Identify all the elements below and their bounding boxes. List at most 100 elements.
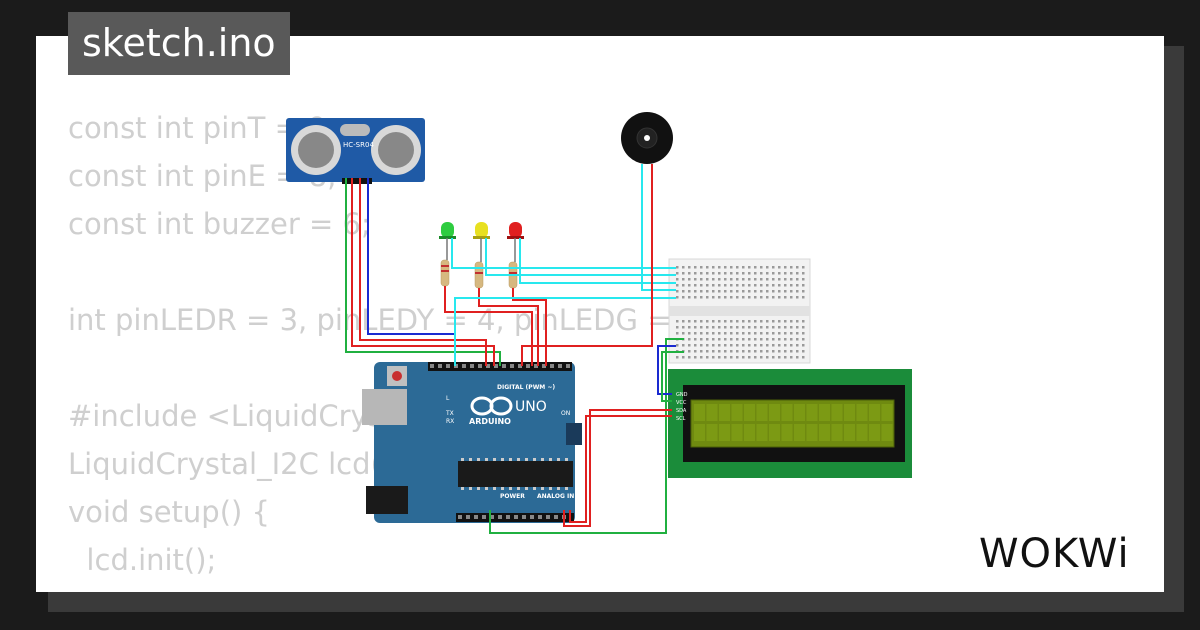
- lcd-display[interactable]: GND VCC SDA SCL: [668, 369, 912, 478]
- header-pin: [510, 364, 514, 368]
- lcd-cell: [819, 424, 830, 441]
- breadboard-hole: [706, 320, 709, 323]
- breadboard-hole: [754, 290, 757, 293]
- rx-label: RX: [446, 418, 454, 425]
- breadboard-hole: [730, 320, 733, 323]
- chip-pin: [541, 487, 544, 490]
- breadboard-hole: [796, 272, 799, 275]
- lcd-cell: [856, 424, 868, 441]
- breadboard-hole: [748, 326, 751, 329]
- breadboard-hole: [760, 284, 763, 287]
- lcd-pin-label: SCL: [676, 416, 686, 422]
- breadboard-hole: [796, 290, 799, 293]
- breadboard-hole: [736, 296, 739, 299]
- breadboard-hole: [784, 338, 787, 341]
- header-pin: [430, 364, 434, 368]
- breadboard-hole: [718, 326, 721, 329]
- breadboard-hole: [712, 284, 715, 287]
- breadboard-hole: [718, 356, 721, 359]
- breadboard-hole: [718, 332, 721, 335]
- breadboard-hole: [796, 278, 799, 281]
- breadboard-hole: [778, 266, 781, 269]
- breadboard-hole: [688, 332, 691, 335]
- breadboard-hole: [712, 350, 715, 353]
- breadboard-hole: [772, 356, 775, 359]
- breadboard-hole: [712, 338, 715, 341]
- breadboard-hole: [724, 320, 727, 323]
- lcd-cell: [819, 404, 830, 421]
- lcd-cell: [694, 404, 705, 421]
- header-pin: [546, 515, 550, 519]
- breadboard-hole: [754, 278, 757, 281]
- breadboard-hole: [778, 284, 781, 287]
- breadboard-hole: [802, 266, 805, 269]
- chip-pin: [517, 487, 520, 490]
- breadboard-hole: [748, 350, 751, 353]
- breadboard-hole: [754, 338, 757, 341]
- lcd-pin-label: SDA: [676, 408, 687, 414]
- breadboard-hole: [778, 320, 781, 323]
- breadboard-hole: [742, 344, 745, 347]
- breadboard-hole: [730, 266, 733, 269]
- board-model: UNO: [515, 399, 547, 415]
- led-green[interactable]: [439, 222, 456, 239]
- breadboard-hole: [736, 326, 739, 329]
- breadboard-hole: [766, 350, 769, 353]
- header-pin: [506, 515, 510, 519]
- led-red[interactable]: [507, 222, 524, 239]
- breadboard-hole: [682, 290, 685, 293]
- breadboard-hole: [694, 266, 697, 269]
- breadboard-hole: [772, 296, 775, 299]
- breadboard-hole: [712, 326, 715, 329]
- breadboard-hole: [694, 356, 697, 359]
- chip-pin: [477, 487, 480, 490]
- breadboard-hole: [736, 266, 739, 269]
- breadboard-hole: [778, 344, 781, 347]
- breadboard-hole: [706, 272, 709, 275]
- breadboard-hole: [754, 344, 757, 347]
- breadboard-hole: [790, 296, 793, 299]
- header-pin: [446, 364, 450, 368]
- lcd-cell: [881, 404, 893, 421]
- breadboard-hole: [706, 278, 709, 281]
- lcd-cell: [756, 424, 768, 441]
- breadboard-hole: [724, 290, 727, 293]
- breadboard-hole: [676, 290, 679, 293]
- chip-pin: [469, 458, 472, 461]
- lcd-cell: [719, 424, 730, 441]
- wokwi-logo[interactable]: WOKWi: [975, 527, 1150, 577]
- header-pin: [466, 515, 470, 519]
- digital-header: [428, 362, 572, 371]
- breadboard[interactable]: [668, 258, 811, 364]
- breadboard-hole: [730, 344, 733, 347]
- breadboard-hole: [700, 326, 703, 329]
- breadboard-hole: [754, 284, 757, 287]
- breadboard-hole: [802, 290, 805, 293]
- breadboard-hole: [736, 344, 739, 347]
- breadboard-hole: [718, 272, 721, 275]
- breadboard-hole: [688, 338, 691, 341]
- breadboard-hole: [760, 320, 763, 323]
- on-label: ON: [561, 410, 570, 417]
- code-line: lcd.init();: [68, 543, 217, 577]
- breadboard-hole: [694, 272, 697, 275]
- file-tab[interactable]: sketch.ino: [68, 12, 290, 75]
- lcd-cell: [706, 404, 718, 421]
- breadboard-hole: [736, 356, 739, 359]
- breadboard-hole: [706, 284, 709, 287]
- arduino-uno[interactable]: DIGITAL (PWM ~) UNO ARDUINO ON L TX RX P…: [362, 362, 582, 523]
- header-pin: [534, 364, 538, 368]
- breadboard-hole: [718, 350, 721, 353]
- breadboard-hole: [700, 344, 703, 347]
- breadboard-hole: [802, 344, 805, 347]
- ultrasonic-sensor[interactable]: HC-SR04: [286, 118, 425, 184]
- led-yellow[interactable]: [473, 222, 490, 239]
- breadboard-hole: [790, 284, 793, 287]
- buzzer[interactable]: [621, 112, 673, 164]
- breadboard-hole: [802, 320, 805, 323]
- lcd-cell: [744, 404, 755, 421]
- breadboard-hole: [766, 278, 769, 281]
- header-pin: [542, 364, 546, 368]
- breadboard-hole: [718, 320, 721, 323]
- breadboard-hole: [778, 272, 781, 275]
